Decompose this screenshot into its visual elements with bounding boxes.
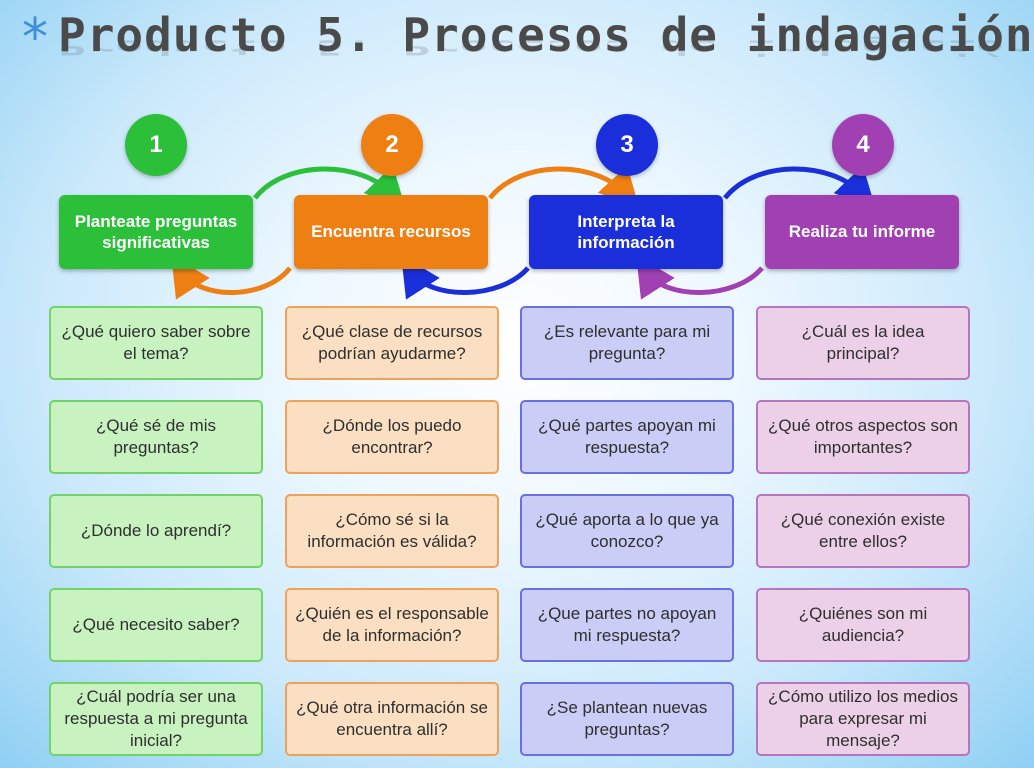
question-box-3-1: ¿Es relevante para mi pregunta? [520, 306, 734, 380]
step-3-box: Interpreta la información [529, 195, 723, 269]
title-bullet-star: * [22, 8, 48, 68]
step-4-box: Realiza tu informe [765, 195, 959, 269]
question-box-2-3: ¿Cómo sé si la información es válida? [285, 494, 499, 568]
question-box-4-1: ¿Cuál es la idea principal? [756, 306, 970, 380]
step-1-box: Planteate preguntas significativas [59, 195, 253, 269]
question-box-3-4: ¿Que partes no apoyan mi respuesta? [520, 588, 734, 662]
question-box-3-2: ¿Qué partes apoyan mi respuesta? [520, 400, 734, 474]
question-box-1-3: ¿Dónde lo aprendí? [49, 494, 263, 568]
arrow-orange-2-to-1 [171, 255, 292, 300]
step-3-number-circle: 3 [596, 114, 658, 176]
question-box-3-5: ¿Se plantean nuevas preguntas? [520, 682, 734, 756]
step-2-box: Encuentra recursos [294, 195, 488, 269]
step-1-number-circle: 1 [125, 114, 187, 176]
question-box-2-1: ¿Qué clase de recursos podrían ayudarme? [285, 306, 499, 380]
question-box-1-1: ¿Qué quiero saber sobre el tema? [49, 306, 263, 380]
step-2-number-circle: 2 [361, 114, 423, 176]
arrow-purple-4-to-3 [636, 255, 764, 300]
question-box-1-5: ¿Cuál podría ser una respuesta a mi preg… [49, 682, 263, 756]
question-box-2-2: ¿Dónde los puedo encontrar? [285, 400, 499, 474]
arrow-blue-3-to-4 [723, 165, 876, 209]
question-box-2-5: ¿Qué otra información se encuentra allí? [285, 682, 499, 756]
question-box-1-4: ¿Qué necesito saber? [49, 588, 263, 662]
arrow-orange-2-to-3 [488, 165, 640, 209]
arrow-blue-3-to-2 [401, 255, 530, 300]
question-box-4-3: ¿Qué conexión existe entre ellos? [756, 494, 970, 568]
question-box-3-3: ¿Qué aporta a lo que ya conozco? [520, 494, 734, 568]
question-box-4-4: ¿Quiénes son mi audiencia? [756, 588, 970, 662]
question-box-4-2: ¿Qué otros aspectos son importantes? [756, 400, 970, 474]
question-box-4-5: ¿Cómo utilizo los medios para expresar m… [756, 682, 970, 756]
slide-title: Producto 5. Procesos de indagación [58, 8, 1034, 62]
arrow-green-1-to-2 [253, 165, 406, 209]
question-box-2-4: ¿Quién es el responsable de la informaci… [285, 588, 499, 662]
step-4-number-circle: 4 [832, 114, 894, 176]
question-box-1-2: ¿Qué sé de mis preguntas? [49, 400, 263, 474]
slide-title-area: * Producto 5. Procesos de indagación Pro… [0, 0, 1034, 100]
